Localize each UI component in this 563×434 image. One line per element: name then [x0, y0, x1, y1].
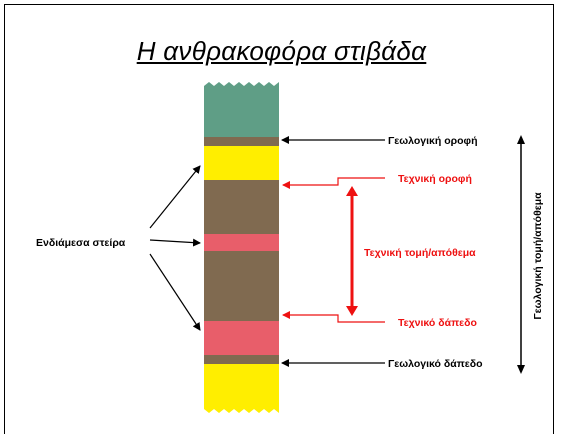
interlayer-arrow-middle [149, 238, 201, 247]
slide-frame [4, 4, 554, 434]
slide-title: Η ανθρακοφόρα στιβάδα [136, 36, 427, 66]
technical-floor-arrow [282, 311, 385, 323]
slide: Η ανθρακοφόρα στιβάδα Γεωλογική οροφή Τε… [4, 4, 554, 434]
geological-section-arrowhead-top [517, 135, 525, 144]
technical-floor-label: Τεχνικό δάπεδο [398, 317, 477, 329]
interlayer-arrow-lower [149, 253, 201, 331]
interlayer-middle [204, 234, 279, 251]
overburden-layer [204, 82, 279, 137]
coal-roof-layer [204, 137, 279, 146]
technical-roof-arrow [282, 177, 385, 189]
coal-layer-1 [204, 180, 279, 234]
technical-section-arrowhead-top [346, 186, 358, 196]
interlayer-arrow-upper [149, 165, 201, 229]
sterile-layer-lower [204, 364, 279, 413]
stratigraphic-diagram: Γεωλογική οροφή Τεχνική οροφή Τεχνική το… [36, 82, 544, 413]
coal-floor-layer [204, 355, 279, 364]
sterile-layer-upper [204, 146, 279, 180]
technical-section-label: Τεχνική τομή/απόθεμα [364, 247, 476, 259]
coal-layer-2 [204, 251, 279, 321]
technical-section-arrowhead-bottom [346, 306, 358, 316]
interlayers-label: Ενδιάμεσα στείρα [36, 237, 126, 249]
geological-floor-label: Γεωλογικό δάπεδο [388, 358, 483, 370]
interlayer-lower [204, 321, 279, 355]
geological-roof-label: Γεωλογική οροφή [388, 135, 477, 147]
technical-roof-label: Τεχνική οροφή [398, 173, 472, 185]
geological-section-label: Γεωλογική τομή/απόθεμα [532, 192, 544, 320]
geological-section-arrowhead-bottom [517, 365, 525, 374]
